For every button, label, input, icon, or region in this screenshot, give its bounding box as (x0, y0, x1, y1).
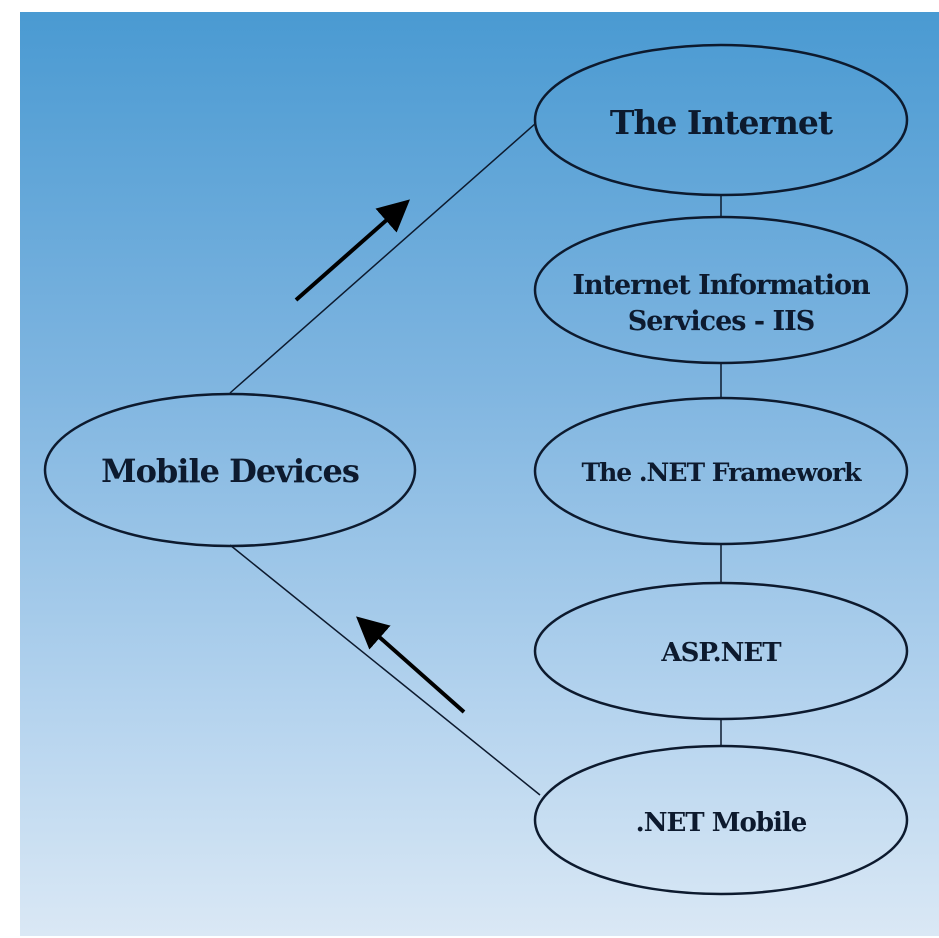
arrow-up-icon (294, 199, 410, 302)
label-framework: The .NET Framework (581, 458, 862, 487)
gradient-background (20, 12, 939, 936)
node-iis (533, 215, 909, 365)
label-mobile-devices: Mobile Devices (101, 452, 359, 490)
node-aspnet (533, 581, 909, 721)
node-framework (533, 396, 909, 546)
node-net-mobile (533, 744, 909, 896)
node-mobile-devices (43, 392, 417, 548)
label-iis-line1: Internet Information (572, 270, 871, 301)
arrow-back-icon (356, 616, 466, 714)
label-aspnet: ASP.NET (660, 638, 782, 668)
connector-mobile-netmobile (229, 544, 541, 796)
label-internet: The Internet (610, 103, 834, 142)
node-internet (533, 43, 909, 197)
label-net-mobile: .NET Mobile (636, 808, 807, 838)
connector-mobile-internet (229, 122, 537, 394)
label-iis-line2: Services - IIS (628, 306, 814, 337)
